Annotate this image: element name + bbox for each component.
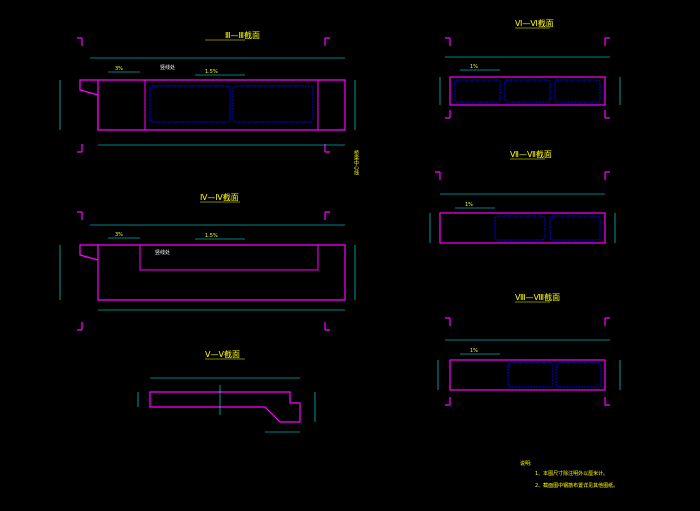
section-4-slope-left: 3% [115, 232, 123, 238]
section-8-slope: 1% [470, 348, 478, 354]
section-6-6: Ⅵ—Ⅵ截面 1% [439, 18, 621, 119]
section-4-slope-right: 1.5% [205, 233, 218, 239]
section-3-title: Ⅲ—Ⅲ截面 [225, 30, 260, 40]
section-6-title: Ⅵ—Ⅵ截面 [515, 18, 554, 28]
section-5-5: Ⅴ—Ⅴ截面 [137, 349, 316, 433]
section-4-title: Ⅳ—Ⅳ截面 [200, 192, 239, 202]
notes-heading: 说明: [520, 460, 532, 467]
section-4-4: Ⅳ—Ⅳ截面 3% 1.5% 竖线处 [59, 192, 356, 331]
section-6-slope: 1% [470, 64, 478, 70]
section-3-3: Ⅲ—Ⅲ截面 3% 1.5% 竖线处 [59, 30, 356, 153]
section-3-note: 竖线处 [160, 64, 175, 71]
notes-block: 说明: 1、本图尺寸除注明外以厘米计。 2、截面图中钢筋布置详见其他图纸。 [520, 460, 618, 489]
section-4-note: 竖线处 [155, 249, 170, 256]
notes-line-2: 2、截面图中钢筋布置详见其他图纸。 [535, 482, 618, 489]
section-8-title: Ⅷ—Ⅷ截面 [515, 292, 560, 302]
centerline-label: 桥梁中心线 [353, 149, 359, 175]
notes-line-1: 1、本图尺寸除注明外以厘米计。 [535, 470, 608, 477]
section-7-7: Ⅶ—Ⅶ截面 1% [429, 149, 616, 244]
section-7-slope: 1% [465, 202, 473, 208]
section-3-slope-right: 1.5% [205, 69, 218, 75]
section-7-title: Ⅶ—Ⅶ截面 [510, 149, 552, 159]
section-3-slope-left: 3% [115, 66, 123, 72]
section-5-title: Ⅴ—Ⅴ截面 [205, 349, 240, 359]
section-8-8: Ⅷ—Ⅷ截面 1% [437, 292, 621, 406]
vertical-note: 桥梁中心线 [353, 149, 359, 175]
